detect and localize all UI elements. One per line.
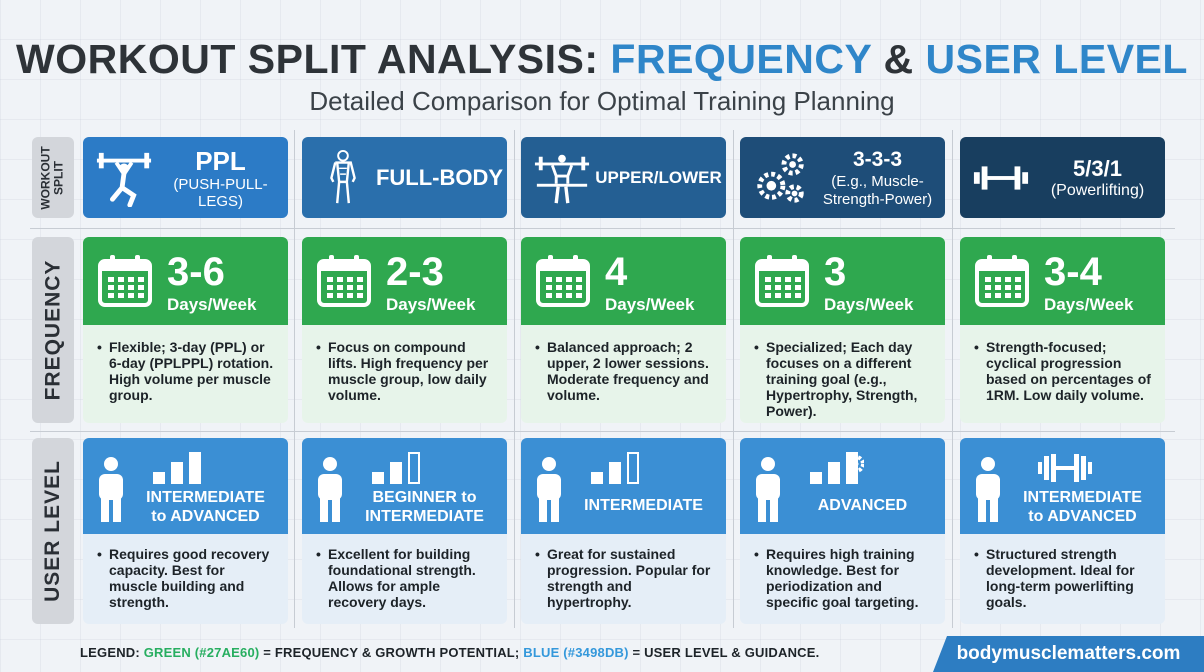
level-bars-icon bbox=[153, 452, 201, 484]
grid-divider bbox=[30, 431, 1175, 432]
user-level-label: ADVANCED bbox=[817, 497, 908, 514]
legend: LEGEND: GREEN (#27AE60) = FREQUENCY & GR… bbox=[80, 645, 820, 660]
page-title: WORKOUT SPLIT ANALYSIS: FREQUENCY & USER… bbox=[16, 36, 1188, 82]
calendar-icon bbox=[975, 255, 1029, 307]
upper-lower-icon bbox=[534, 154, 590, 203]
grid-divider bbox=[952, 130, 953, 628]
frequency-description: Balanced approach; 2 upper, 2 lower sess… bbox=[535, 339, 712, 403]
user-level-card: INTERMEDIATE Great for sustained progress… bbox=[521, 438, 726, 624]
user-level-description: Requires high training knowledge. Best f… bbox=[754, 546, 931, 610]
frequency-unit: Days/Week bbox=[824, 295, 914, 314]
person-icon bbox=[537, 457, 561, 522]
grid-divider bbox=[514, 130, 515, 628]
person-icon bbox=[756, 457, 780, 522]
split-title: 3-3-3 bbox=[852, 147, 903, 171]
person-icon bbox=[976, 457, 1000, 522]
split-subtitle: (Powerlifting) bbox=[1050, 181, 1145, 199]
user-level-card: ADVANCED Requires high training knowledge… bbox=[740, 438, 945, 624]
split-card-upper-lower: UPPER/LOWER bbox=[521, 137, 726, 218]
row-label-frequency: FREQUENCY bbox=[32, 237, 74, 423]
calendar-icon bbox=[536, 255, 590, 307]
level-bars-icon bbox=[372, 452, 420, 484]
row-label-user-level: USER LEVEL bbox=[32, 438, 74, 624]
split-card-5-3-1: 5/3/1(Powerlifting) bbox=[960, 137, 1165, 218]
user-level-header: ADVANCED bbox=[740, 438, 945, 534]
frequency-unit: Days/Week bbox=[1044, 295, 1134, 314]
frequency-unit: Days/Week bbox=[167, 295, 257, 314]
frequency-value: 4 bbox=[605, 250, 628, 294]
person-icon bbox=[99, 457, 123, 522]
user-level-description: Excellent for building foundational stre… bbox=[316, 546, 493, 610]
level-bars-icon bbox=[810, 452, 864, 484]
split-card-full-body: FULL-BODY bbox=[302, 137, 507, 218]
split-title: UPPER/LOWER bbox=[595, 167, 722, 187]
level-bars-icon bbox=[591, 452, 639, 484]
gears-icon bbox=[757, 152, 804, 203]
frequency-description: Flexible; 3-day (PPL) or 6-day (PPLPPL) … bbox=[97, 339, 274, 403]
dumbbell-icon bbox=[973, 165, 1029, 190]
split-card-ppl: PPL(PUSH-PULL-LEGS) bbox=[83, 137, 288, 218]
runner-barbell-icon bbox=[96, 152, 152, 207]
user-level-description: Structured strength development. Ideal f… bbox=[974, 546, 1151, 610]
frequency-description: Focus on compound lifts. High frequency … bbox=[316, 339, 493, 403]
user-level-description: Great for sustained progression. Popular… bbox=[535, 546, 712, 610]
split-title: FULL-BODY bbox=[375, 164, 504, 190]
user-level-header: INTERMEDIATE bbox=[521, 438, 726, 534]
calendar-icon bbox=[755, 255, 809, 307]
user-level-description: Requires good recovery capacity. Best fo… bbox=[97, 546, 274, 610]
frequency-description: Strength-focused; cyclical progression b… bbox=[974, 339, 1151, 403]
page-subtitle: Detailed Comparison for Optimal Training… bbox=[309, 86, 895, 116]
split-card-3-3-3: 3-3-3(E.g., Muscle-Strength-Power) bbox=[740, 137, 945, 218]
frequency-description: Specialized; Each day focuses on a diffe… bbox=[754, 339, 931, 419]
frequency-value: 2-3 bbox=[386, 250, 444, 294]
frequency-value: 3-4 bbox=[1044, 250, 1102, 294]
full-body-icon bbox=[330, 149, 356, 203]
split-subtitle: (E.g., Muscle-Strength-Power) bbox=[822, 172, 933, 208]
site-url-banner[interactable]: bodymusclematters.com bbox=[933, 636, 1204, 672]
calendar-icon bbox=[317, 255, 371, 307]
dumbbell-icon bbox=[1038, 454, 1092, 482]
frequency-value: 3-6 bbox=[167, 250, 225, 294]
calendar-icon bbox=[98, 255, 152, 307]
frequency-unit: Days/Week bbox=[386, 295, 476, 314]
grid-divider bbox=[30, 228, 1175, 229]
frequency-value: 3 bbox=[824, 250, 847, 294]
split-title: 5/3/1 bbox=[1073, 155, 1122, 181]
grid-divider bbox=[294, 130, 295, 628]
grid-divider bbox=[733, 130, 734, 628]
frequency-unit: Days/Week bbox=[605, 295, 695, 314]
split-title: PPL bbox=[195, 145, 246, 176]
user-level-label: INTERMEDIATE bbox=[584, 497, 703, 514]
person-icon bbox=[318, 457, 342, 522]
split-subtitle: (PUSH-PULL-LEGS) bbox=[173, 175, 268, 210]
